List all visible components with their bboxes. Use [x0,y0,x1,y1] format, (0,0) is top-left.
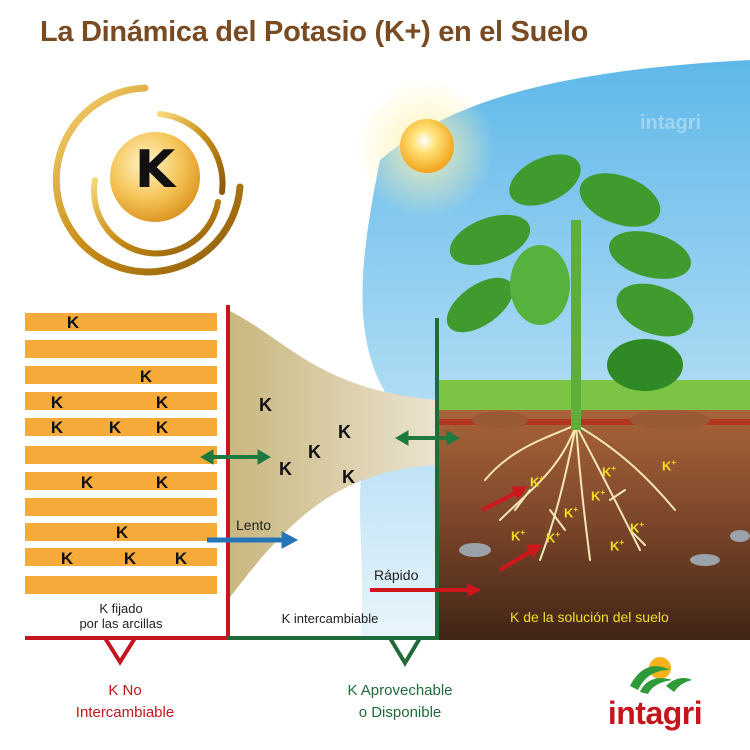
intagri-logo: intagri [600,656,710,736]
k-plus-ion: K+ [511,528,526,544]
k-plus-ion: K+ [610,538,625,554]
k-fixed: K [50,418,64,437]
available-bracket [388,636,422,667]
potassium-emblem: K [50,82,260,282]
logo-leaf-sun-icon [630,657,692,694]
non-exchangeable-label: K No Intercambiable [75,682,175,721]
non-exchangeable-bracket [103,636,137,666]
page-title: La Dinámica del Potasio (K+) en el Suelo [40,16,589,48]
k-plus-ion: K+ [546,530,561,546]
k-fixed: K [115,523,129,542]
k-exchangeable: K [259,395,272,415]
available-label: K Aprovechable o Disponible [347,682,453,721]
exchange-arrow-right [395,430,460,446]
watermark: intagri [640,112,702,134]
k-fixed: K [155,393,169,412]
k-fixed: K [66,313,80,332]
k-fixed: K [139,367,153,386]
slow-label: Lento [236,517,272,533]
scenery [300,40,750,642]
k-fixed: K [155,418,169,437]
k-fixed: K [108,418,122,437]
k-fixed: K [50,393,64,412]
k-exchangeable: K [308,442,321,462]
k-exchangeable: K [279,459,292,479]
k-fixed: K [155,473,169,492]
exchangeable-zone [228,300,438,620]
k-fixed: K [123,549,137,568]
k-exchangeable: K [342,467,355,487]
k-plus-ion: K+ [564,505,579,521]
k-fixed: K [80,473,94,492]
k-plus-ion: K+ [662,458,677,474]
clay-caption: K fijado por las arcillas [79,601,163,631]
k-fixed: K [60,549,74,568]
k-plus-ion: K+ [602,464,617,480]
k-exchangeable: K [338,422,351,442]
k-fixed: K [174,549,188,568]
logo-text: intagri [607,695,703,731]
uptake-arrows [481,486,542,572]
exchange-arrow-left [200,449,271,465]
sky-and-soil-illustration [355,60,750,642]
gold-rings-icon [52,84,244,276]
exchangeable-caption: K intercambiable [281,611,379,626]
soil-solution-caption: K de la solución del suelo [510,609,669,625]
k-plus-ion: K+ [530,474,545,490]
slow-arrow [207,531,299,549]
emblem-symbol: K [134,140,176,200]
k-plus-ion: K+ [591,488,606,504]
k-plus-ion: K+ [630,520,645,536]
fast-arrow [370,583,482,597]
fast-label: Rápido [374,567,419,583]
